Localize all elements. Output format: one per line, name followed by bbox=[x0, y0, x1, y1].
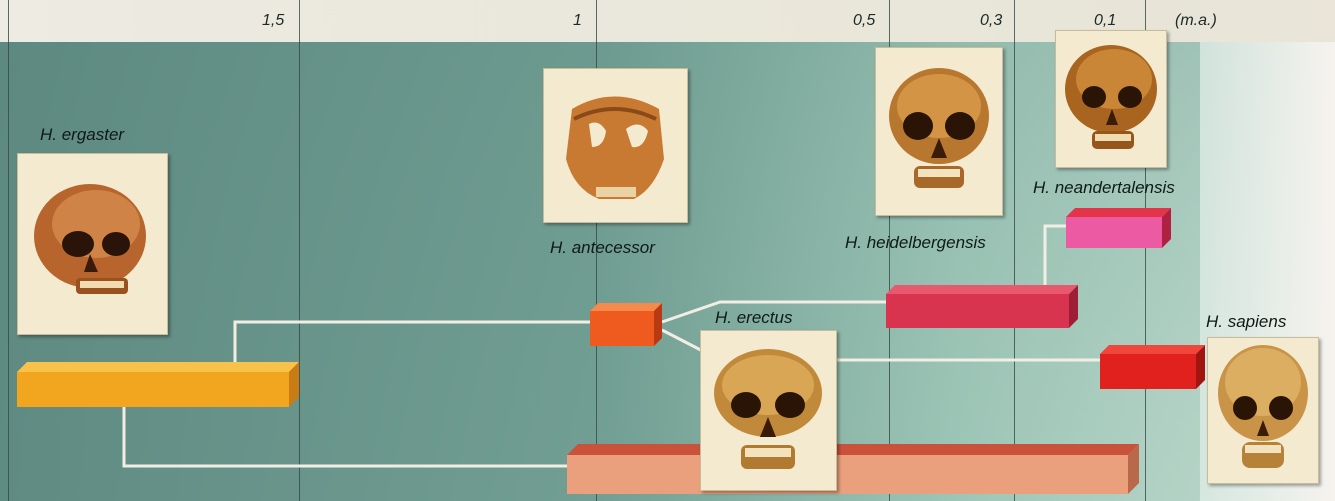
skull-icon bbox=[876, 48, 1002, 215]
heidelbergensis-bar bbox=[886, 285, 1078, 328]
erectus-skull-card bbox=[700, 330, 837, 491]
species-label-antecessor: H. antecessor bbox=[550, 238, 655, 258]
antecessor-skull-card bbox=[543, 68, 688, 223]
neandertalensis-bar bbox=[1066, 208, 1171, 248]
sapiens-bar bbox=[1100, 345, 1205, 389]
skull-fragment-icon bbox=[544, 69, 687, 222]
antecessor-bar bbox=[590, 303, 662, 346]
heidelbergensis-skull-card bbox=[875, 47, 1003, 216]
species-label-neandertalensis: H. neandertalensis bbox=[1033, 178, 1175, 198]
skull-icon bbox=[18, 154, 167, 334]
skull-icon bbox=[1056, 31, 1166, 167]
species-label-erectus: H. erectus bbox=[715, 308, 792, 328]
species-label-heidelbergensis: H. heidelbergensis bbox=[845, 233, 986, 253]
erectus-bar bbox=[567, 444, 1139, 494]
skull-icon bbox=[1208, 338, 1318, 483]
sapiens-skull-card bbox=[1207, 337, 1319, 484]
skull-icon bbox=[701, 331, 836, 490]
species-label-ergaster: H. ergaster bbox=[40, 125, 124, 145]
ergaster-bar bbox=[17, 362, 299, 407]
species-label-sapiens: H. sapiens bbox=[1206, 312, 1286, 332]
ergaster-skull-card bbox=[17, 153, 168, 335]
neandertalensis-skull-card bbox=[1055, 30, 1167, 168]
